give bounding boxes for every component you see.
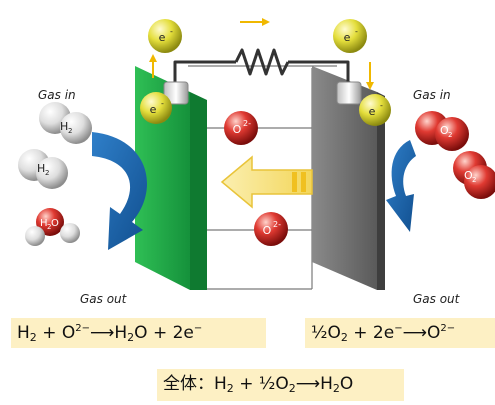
svg-text:e: e — [159, 31, 166, 44]
resistor-symbol — [234, 48, 290, 76]
svg-text:-: - — [170, 27, 173, 36]
gas-in-label-cathode: Gas in — [413, 88, 451, 102]
cathode-reaction-equation: ½O2 + 2e−⟶O2− — [305, 318, 495, 348]
hydrogen-molecule: H 2 — [18, 149, 68, 189]
gas-in-label-anode: Gas in — [38, 88, 76, 102]
svg-text:2: 2 — [47, 223, 51, 231]
svg-text:O: O — [464, 169, 473, 182]
svg-text:e: e — [369, 105, 376, 118]
gas-out-label-cathode: Gas out — [413, 292, 460, 306]
svg-text:2-: 2- — [273, 220, 281, 229]
svg-text:-: - — [161, 99, 164, 108]
water-molecule: H 2 O — [25, 208, 80, 246]
svg-text:O: O — [440, 124, 449, 137]
svg-text:2-: 2- — [243, 119, 251, 128]
svg-text:O: O — [263, 224, 272, 237]
svg-text:2: 2 — [45, 169, 49, 177]
svg-text:2: 2 — [68, 127, 72, 135]
electron-flow-arrows — [149, 18, 374, 90]
ion-migration-arrow — [220, 155, 313, 209]
anode-reaction-equation: H2 + O2−⟶H2O + 2e− — [11, 318, 266, 348]
svg-text:-: - — [355, 27, 358, 36]
svg-text:H: H — [60, 120, 68, 133]
gas-out-label-anode: Gas out — [80, 292, 127, 306]
svg-text:e: e — [344, 31, 351, 44]
cathode-plate — [312, 66, 385, 290]
svg-text:e: e — [150, 103, 157, 116]
electron-particle: e - — [140, 92, 172, 124]
svg-text:2: 2 — [448, 131, 452, 139]
anode-gas-flow-arrow — [92, 132, 148, 250]
oxide-ion-particle: O 2- — [254, 212, 288, 246]
electron-particle: e - — [333, 19, 367, 53]
cathode-connector — [336, 81, 362, 105]
oxide-ion-particle: O 2- — [224, 111, 258, 145]
svg-text:-: - — [380, 101, 383, 110]
overall-reaction-equation: 全体：H2 + ½O2⟶H2O — [157, 369, 404, 401]
svg-text:2: 2 — [472, 176, 476, 184]
oxygen-molecule: O 2 — [453, 151, 495, 199]
svg-text:O: O — [51, 218, 59, 229]
svg-text:O: O — [233, 123, 242, 136]
oxygen-molecule: O 2 — [415, 111, 469, 151]
svg-text:H: H — [40, 218, 48, 229]
hydrogen-molecule: H 2 — [39, 102, 92, 144]
anode-connector — [163, 81, 189, 105]
cathode-gas-flow-arrow — [386, 140, 416, 232]
electron-particle: e - — [359, 94, 391, 126]
svg-text:H: H — [37, 162, 45, 175]
electron-particle: e - — [148, 19, 182, 53]
